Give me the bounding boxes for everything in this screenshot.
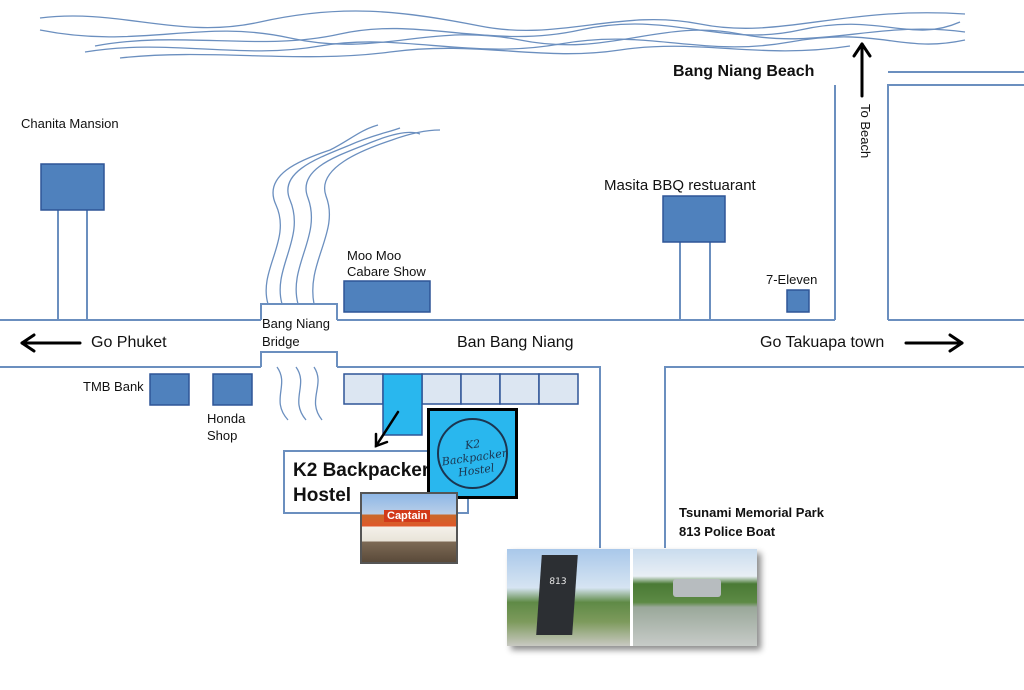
- river-lines: [265, 124, 441, 421]
- masita-bbq-label: Masita BBQ restuarant: [604, 177, 756, 194]
- k2-hostel-building: [382, 373, 423, 436]
- honda-label-line1: Honda: [207, 411, 246, 426]
- to-beach-arrow: [852, 42, 872, 98]
- masita-bbq-building: [662, 195, 726, 243]
- memorial-photos: 813: [507, 549, 757, 646]
- hostel-pointer-arrow: [374, 410, 400, 448]
- bang-niang-beach-label: Bang Niang Beach: [673, 63, 815, 80]
- to-beach-label: To Beach: [858, 104, 873, 159]
- bridge-label-line2: Bridge: [262, 334, 300, 349]
- logo-badge-icon: K2 Backpacker Hostel: [437, 418, 508, 489]
- arrows: [20, 42, 964, 353]
- tsunami-park-label: Tsunami Memorial Park: [679, 505, 824, 520]
- logo-text: K2 Backpacker Hostel: [441, 437, 508, 480]
- monument-text: 813: [548, 577, 567, 587]
- hostel-name-line2: Hostel: [293, 485, 352, 506]
- roads: [0, 71, 1024, 548]
- memorial-photo-right: [633, 549, 757, 646]
- moomoo-label-line2: Cabare Show: [347, 264, 426, 279]
- go-phuket-label: Go Phuket: [91, 334, 167, 351]
- monument-icon: 813: [536, 555, 578, 635]
- tmb-bank-building: [149, 373, 190, 406]
- moomoo-building: [343, 280, 431, 313]
- hostel-photo: Captain: [360, 492, 458, 564]
- memorial-photo-left: 813: [507, 549, 630, 646]
- go-takuapa-label: Go Takuapa town: [760, 334, 885, 351]
- hostel-sign-text: Captain: [384, 510, 431, 522]
- shoreline-waves: [39, 10, 966, 59]
- seven-eleven-label: 7-Eleven: [766, 272, 818, 287]
- shophouse-row: [343, 373, 579, 405]
- go-takuapa-arrow: [904, 333, 964, 353]
- chanita-mansion-label: Chanita Mansion: [21, 116, 119, 131]
- chanita-mansion-building: [40, 163, 105, 211]
- police-boat-label: 813 Police Boat: [679, 524, 776, 539]
- ban-bang-niang-label: Ban Bang Niang: [457, 334, 574, 351]
- tmb-bank-label: TMB Bank: [83, 379, 144, 394]
- moomoo-label-line1: Moo Moo: [347, 248, 402, 263]
- hostel-name-line1: K2 Backpacker: [293, 460, 430, 481]
- bridge-label-line1: Bang Niang: [262, 316, 330, 331]
- honda-shop-building: [212, 373, 253, 406]
- police-boat-icon: [673, 579, 721, 597]
- hostel-logo: K2 Backpacker Hostel: [427, 408, 518, 499]
- go-phuket-arrow: [20, 333, 82, 353]
- honda-label-line2: Shop: [207, 428, 238, 443]
- seven-eleven-building: [786, 289, 810, 313]
- buildings: [40, 163, 810, 406]
